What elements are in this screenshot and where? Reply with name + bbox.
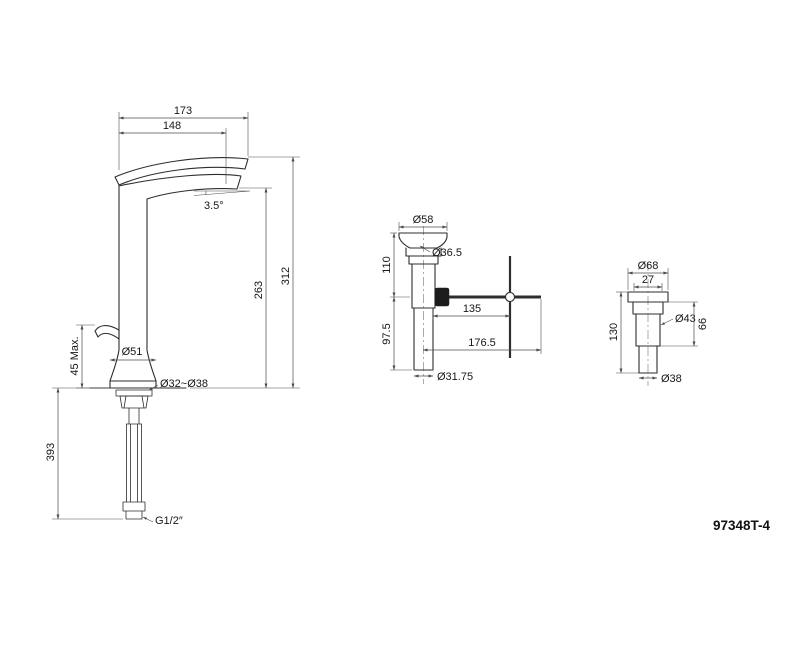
leader-line <box>419 245 431 253</box>
faucet-base <box>109 349 157 389</box>
drain-body <box>408 255 439 371</box>
dim-upper-height-label: 110 <box>381 256 393 274</box>
dim-overall-reach-label: 173 <box>174 105 192 117</box>
dim-mounting-hole-label: Ø32~Ø38 <box>160 378 208 390</box>
dim-flange-diameter-label: Ø58 <box>413 214 434 226</box>
hose-connector <box>122 501 146 520</box>
dim-lower-height-label: 97.5 <box>381 323 393 344</box>
dim-connector-flange-label: Ø68 <box>638 260 659 272</box>
faucet-side-view: 173 148 3.5° 263 312 45 Max. Ø51 Ø32~Ø38… <box>45 105 300 527</box>
dim-spout-angle-label: 3.5° <box>204 200 224 212</box>
leader-line <box>148 384 159 391</box>
drain-flange <box>398 232 448 257</box>
dim-spout-height-label: 263 <box>253 281 265 299</box>
dim-rod-offset-label: 135 <box>463 303 481 315</box>
dim-opening-diameter-label: Ø36.5 <box>432 247 462 259</box>
connector-body <box>635 313 661 374</box>
supply-hoses <box>126 424 142 502</box>
threaded-shank <box>126 408 142 425</box>
knurled-knob <box>434 287 450 307</box>
drain-assembly-view: Ø58 Ø36.5 110 97.5 135 176.5 Ø31.75 <box>381 214 542 384</box>
connector-view: Ø68 27 Ø43 66 130 Ø38 <box>608 260 709 386</box>
faucet-spout-body <box>118 173 242 351</box>
dim-spout-reach-label: 148 <box>163 120 181 132</box>
dim-body-length-label: 66 <box>697 318 709 330</box>
leader-line <box>660 318 674 326</box>
dim-tail-diameter-label: Ø31.75 <box>437 371 473 383</box>
lock-nut <box>119 395 149 409</box>
dim-overall-height-label: 312 <box>280 267 292 285</box>
dim-outlet-diameter-label: Ø38 <box>661 373 682 385</box>
dim-inlet-thread-label: G1/2″ <box>155 515 183 527</box>
connector-collar <box>632 301 664 315</box>
dim-base-diameter-label: Ø51 <box>122 346 143 358</box>
part-number: 97348T-4 <box>713 518 771 533</box>
dim-rod-reach-label: 176.5 <box>468 337 496 349</box>
angle-reference-lines <box>193 190 251 196</box>
escutcheon <box>115 389 153 397</box>
handle-lever <box>94 325 120 340</box>
dim-hex-width-label: 27 <box>642 274 654 286</box>
dim-hose-length-label: 393 <box>45 443 57 461</box>
leader-line <box>142 516 154 523</box>
pivot-ball <box>504 291 516 303</box>
dim-deck-thickness-label: 45 Max. <box>69 336 81 375</box>
faucet-handle <box>114 157 249 186</box>
dim-overall-length-label: 130 <box>608 323 620 341</box>
dim-body-diameter-label: Ø43 <box>675 313 696 325</box>
